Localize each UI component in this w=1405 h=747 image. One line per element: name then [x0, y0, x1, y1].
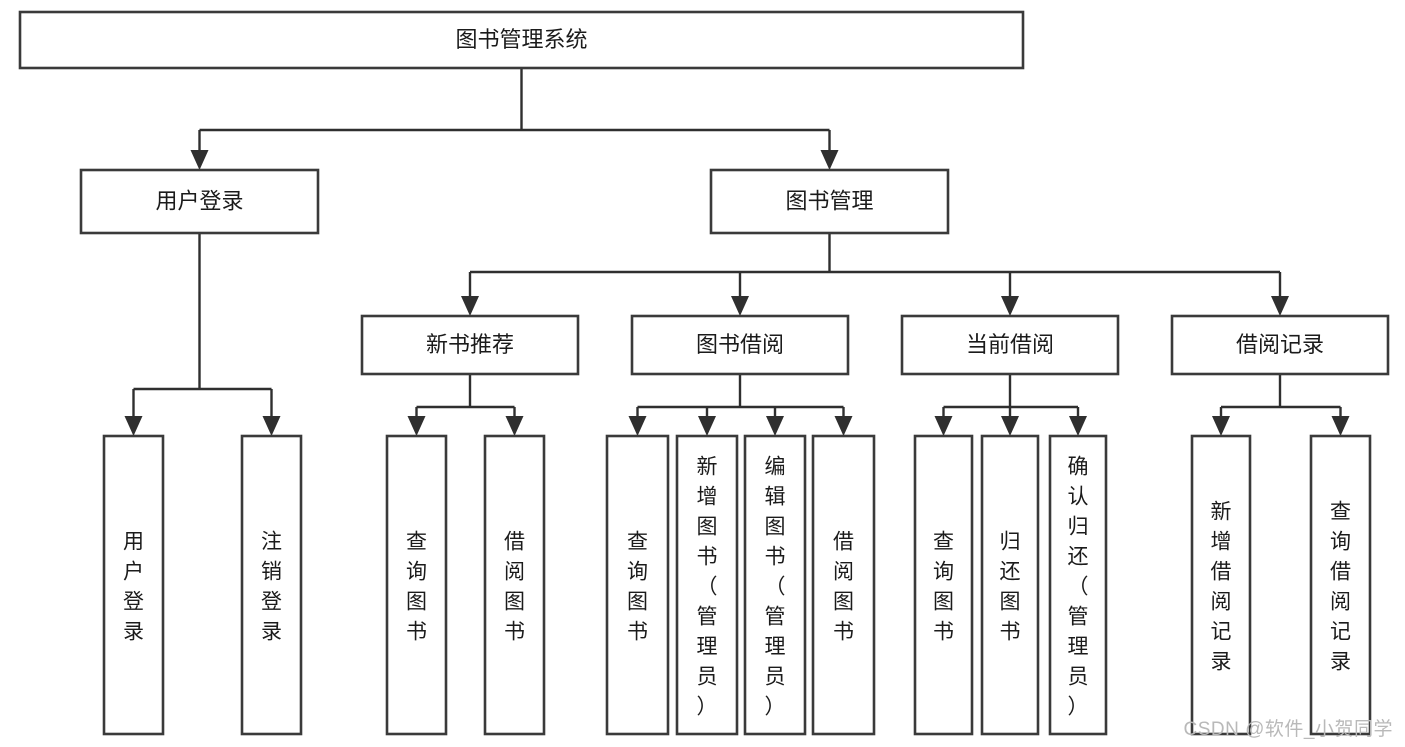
node-leaf-12-label: 查询借阅记录	[1330, 500, 1351, 673]
node-leaf-7-box[interactable]	[811, 434, 876, 736]
connector-arrowhead	[1001, 416, 1019, 436]
node-leaf-7[interactable]: 借阅图书	[811, 434, 876, 736]
node-leaf-2-box[interactable]	[385, 434, 448, 736]
node-leaf-10[interactable]: 确认归还（管理员）	[1048, 434, 1108, 736]
node-layer: 图书管理系统用户登录图书管理新书推荐图书借阅当前借阅借阅记录用户登录注销登录查询…	[18, 10, 1390, 736]
connector-group	[1212, 374, 1350, 436]
node-leaf-0-label: 用户登录	[123, 530, 144, 643]
node-leaf-9-label: 归还图书	[1000, 530, 1021, 643]
node-leaf-8[interactable]: 查询图书	[913, 434, 974, 736]
node-leaf-2-label: 查询图书	[406, 530, 427, 643]
node-l3-0-label: 新书推荐	[426, 332, 514, 357]
node-l2-0-box[interactable]	[79, 168, 320, 235]
node-l3-3-box[interactable]	[1170, 314, 1390, 376]
node-l3-0[interactable]: 新书推荐	[360, 314, 580, 376]
node-l3-2-box[interactable]	[900, 314, 1120, 376]
connector-arrowhead	[834, 416, 853, 436]
node-l2-0-label: 用户登录	[155, 188, 243, 213]
connector-group	[461, 233, 1289, 316]
connector-layer	[124, 68, 1350, 436]
node-leaf-0[interactable]: 用户登录	[102, 434, 165, 736]
node-root-system-label: 图书管理系统	[455, 27, 587, 52]
connector-arrowhead	[262, 416, 281, 436]
node-leaf-6-box[interactable]	[743, 434, 807, 736]
connector-arrowhead	[190, 150, 209, 170]
connector-arrowhead	[1271, 296, 1289, 316]
node-leaf-1-box[interactable]	[240, 434, 303, 736]
node-leaf-8-box[interactable]	[913, 434, 974, 736]
node-l3-1-label: 图书借阅	[696, 332, 784, 357]
connector-group	[628, 374, 853, 436]
connector-arrowhead	[766, 416, 784, 436]
node-leaf-8-label: 查询图书	[933, 530, 954, 643]
node-leaf-9-box[interactable]	[980, 434, 1040, 736]
connector-arrowhead	[628, 416, 647, 436]
node-l2-1-label: 图书管理	[785, 188, 873, 213]
connector-arrowhead	[1001, 296, 1019, 316]
connector-arrowhead	[1331, 416, 1350, 436]
node-l3-3[interactable]: 借阅记录	[1170, 314, 1390, 376]
connector-arrowhead	[1069, 416, 1087, 436]
node-leaf-10-label: 确认归还（管理员）	[1068, 455, 1089, 718]
node-root-system-box[interactable]	[18, 10, 1025, 70]
node-leaf-12-box[interactable]	[1309, 434, 1372, 736]
connector-arrowhead	[407, 416, 426, 436]
node-leaf-6[interactable]: 编辑图书（管理员）	[743, 434, 807, 736]
node-leaf-7-label: 借阅图书	[833, 530, 854, 643]
node-leaf-11-label: 新增借阅记录	[1211, 500, 1232, 673]
connector-arrowhead	[934, 416, 953, 436]
connector-arrowhead	[505, 416, 524, 436]
node-l3-3-label: 借阅记录	[1236, 332, 1324, 357]
node-leaf-4[interactable]: 查询图书	[605, 434, 670, 736]
connector-group	[190, 68, 839, 170]
node-leaf-1-label: 注销登录	[261, 530, 282, 643]
node-leaf-6-label: 编辑图书（管理员）	[765, 455, 786, 718]
node-l3-2[interactable]: 当前借阅	[900, 314, 1120, 376]
node-leaf-3[interactable]: 借阅图书	[483, 434, 546, 736]
connector-arrowhead	[1212, 416, 1230, 436]
connector-group	[124, 233, 281, 436]
connector-group	[407, 374, 524, 436]
node-leaf-0-box[interactable]	[102, 434, 165, 736]
node-leaf-10-box[interactable]	[1048, 434, 1108, 736]
node-leaf-3-label: 借阅图书	[504, 530, 525, 643]
connector-arrowhead	[124, 416, 143, 436]
node-leaf-2[interactable]: 查询图书	[385, 434, 448, 736]
node-leaf-3-box[interactable]	[483, 434, 546, 736]
connector-arrowhead	[731, 296, 749, 316]
node-leaf-5[interactable]: 新增图书（管理员）	[675, 434, 739, 736]
node-root-system[interactable]: 图书管理系统	[18, 10, 1025, 70]
node-leaf-9[interactable]: 归还图书	[980, 434, 1040, 736]
connector-group	[934, 374, 1087, 436]
node-leaf-1[interactable]: 注销登录	[240, 434, 303, 736]
node-leaf-5-box[interactable]	[675, 434, 739, 736]
node-l2-0[interactable]: 用户登录	[79, 168, 320, 235]
connector-arrowhead	[820, 150, 839, 170]
node-l2-1[interactable]: 图书管理	[709, 168, 950, 235]
node-leaf-5-label: 新增图书（管理员）	[697, 455, 718, 718]
node-l3-1-box[interactable]	[630, 314, 850, 376]
node-leaf-4-label: 查询图书	[627, 530, 648, 643]
node-l3-0-box[interactable]	[360, 314, 580, 376]
node-leaf-11[interactable]: 新增借阅记录	[1190, 434, 1252, 736]
node-leaf-11-box[interactable]	[1190, 434, 1252, 736]
node-l3-2-label: 当前借阅	[966, 332, 1054, 357]
node-l3-1[interactable]: 图书借阅	[630, 314, 850, 376]
node-leaf-4-box[interactable]	[605, 434, 670, 736]
node-l2-1-box[interactable]	[709, 168, 950, 235]
connector-arrowhead	[461, 296, 479, 316]
connector-arrowhead	[698, 416, 716, 436]
node-leaf-12[interactable]: 查询借阅记录	[1309, 434, 1372, 736]
